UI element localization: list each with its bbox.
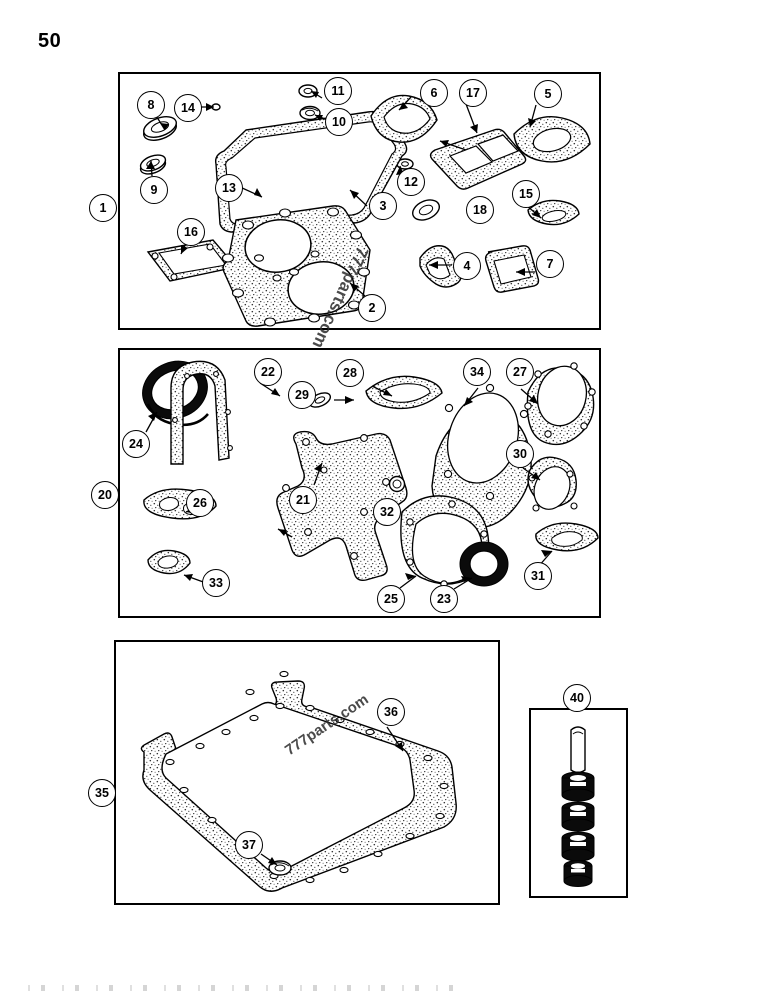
part-3-valve-cover-gasket <box>216 112 407 233</box>
callout-25[interactable]: 25 <box>377 585 405 613</box>
callout-12[interactable]: 12 <box>397 168 425 196</box>
part-28-gasket <box>366 376 442 408</box>
part-7-gasket <box>486 246 539 292</box>
callout-23[interactable]: 23 <box>430 585 458 613</box>
part-31-gasket <box>536 523 598 551</box>
panel-2-artwork <box>118 348 601 618</box>
callout-37[interactable]: 37 <box>235 831 263 859</box>
callout-16[interactable]: 16 <box>177 218 205 246</box>
callout-35-group[interactable]: 35 <box>88 779 116 807</box>
callout-15[interactable]: 15 <box>512 180 540 208</box>
callout-18[interactable]: 18 <box>466 196 494 224</box>
callout-34[interactable]: 34 <box>463 358 491 386</box>
callout-33[interactable]: 33 <box>202 569 230 597</box>
callout-14[interactable]: 14 <box>174 94 202 122</box>
callout-10[interactable]: 10 <box>325 108 353 136</box>
callout-6[interactable]: 6 <box>420 79 448 107</box>
part-23-oil-seal <box>460 542 508 586</box>
callout-13[interactable]: 13 <box>215 174 243 202</box>
part-10-washer <box>300 107 320 120</box>
panel-1-artwork <box>118 72 601 330</box>
callout-40-group[interactable]: 40 <box>563 684 591 712</box>
callout-30[interactable]: 30 <box>506 440 534 468</box>
callout-8[interactable]: 8 <box>137 91 165 119</box>
callout-1-group[interactable]: 1 <box>89 194 117 222</box>
part-33-gasket <box>148 550 190 573</box>
callout-31[interactable]: 31 <box>524 562 552 590</box>
callout-20-group[interactable]: 20 <box>91 481 119 509</box>
callout-3[interactable]: 3 <box>369 192 397 220</box>
part-17-manifold-gasket <box>431 129 526 189</box>
part-40-cup-plugs <box>562 772 594 887</box>
part-40-dowel-pin <box>571 727 585 773</box>
callout-5[interactable]: 5 <box>534 80 562 108</box>
part-27-gasket <box>525 361 595 444</box>
part-5-gasket <box>514 117 590 162</box>
panel-3-artwork <box>114 640 500 905</box>
part-30-gasket <box>528 457 577 515</box>
part-37-washer <box>269 861 291 875</box>
callout-27[interactable]: 27 <box>506 358 534 386</box>
scan-artifact-footer <box>28 985 458 991</box>
part-32-o-ring <box>390 477 405 492</box>
page-number: 50 <box>38 30 62 52</box>
callout-24[interactable]: 24 <box>122 430 150 458</box>
callout-26[interactable]: 26 <box>186 489 214 517</box>
callout-22[interactable]: 22 <box>254 358 282 386</box>
callout-9[interactable]: 9 <box>140 176 168 204</box>
callout-2[interactable]: 2 <box>358 294 386 322</box>
part-36-oil-pan-gasket <box>141 671 456 891</box>
callout-32[interactable]: 32 <box>373 498 401 526</box>
part-4-gasket <box>420 246 461 287</box>
callout-36[interactable]: 36 <box>377 698 405 726</box>
part-21-timing-cover-gasket <box>277 432 407 581</box>
callout-4[interactable]: 4 <box>453 252 481 280</box>
callout-21[interactable]: 21 <box>289 486 317 514</box>
part-2-cylinder-head-gasket <box>223 206 371 326</box>
part-6-gasket <box>371 95 437 142</box>
panel-4-artwork <box>529 708 628 898</box>
callout-29[interactable]: 29 <box>288 381 316 409</box>
callout-7[interactable]: 7 <box>536 250 564 278</box>
callout-11[interactable]: 11 <box>324 77 352 105</box>
part-22-arch-gasket <box>171 361 232 464</box>
part-18-washer <box>410 196 443 224</box>
part-15-gasket <box>528 200 579 224</box>
callout-28[interactable]: 28 <box>336 359 364 387</box>
callout-17[interactable]: 17 <box>459 79 487 107</box>
